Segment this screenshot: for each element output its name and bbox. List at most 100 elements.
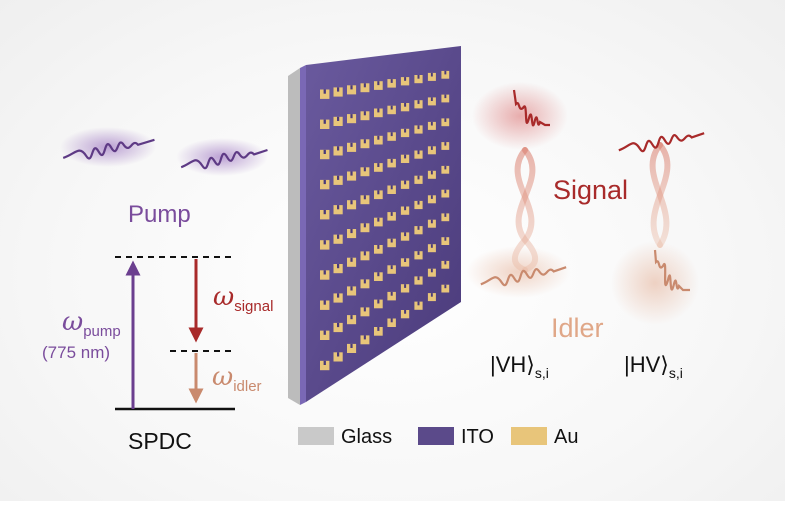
au-resonator — [387, 158, 396, 168]
au-resonator-notch — [377, 108, 380, 113]
au-resonator — [360, 111, 370, 121]
au-resonator — [320, 89, 330, 99]
au-resonator — [374, 81, 383, 90]
au-resonator-notch — [350, 85, 353, 90]
au-resonator-notch — [377, 272, 380, 277]
signal-label: Signal — [553, 175, 628, 205]
au-resonator — [333, 116, 343, 126]
au-resonator-notch — [363, 223, 366, 228]
au-resonator — [320, 149, 330, 160]
au-resonator-notch — [377, 163, 380, 167]
state-hv-label: |HV⟩s,i — [624, 352, 683, 381]
idler-label: Idler — [551, 313, 604, 343]
au-resonator-notch — [363, 335, 366, 340]
au-resonator — [360, 83, 370, 93]
glass-side — [288, 68, 300, 405]
au-resonator — [347, 257, 357, 267]
au-resonator-notch — [430, 195, 433, 199]
au-resonator — [427, 121, 436, 130]
au-resonator — [427, 97, 436, 106]
au-resonator — [441, 94, 450, 103]
au-resonator-notch — [363, 83, 366, 88]
au-resonator — [347, 114, 357, 124]
au-resonator — [414, 75, 423, 84]
au-resonator — [387, 105, 396, 115]
au-resonator-notch — [404, 232, 407, 237]
omega-pump-label: ωpump — [62, 307, 121, 340]
au-resonator-notch — [377, 81, 380, 86]
au-resonator — [414, 226, 423, 235]
au-resonator-notch — [417, 276, 420, 281]
au-resonator — [387, 265, 396, 274]
au-resonator-notch — [377, 327, 380, 331]
ito-front-face — [306, 46, 461, 402]
au-resonator — [333, 234, 343, 244]
au-resonator — [441, 118, 450, 127]
au-resonator — [333, 352, 343, 362]
au-resonator — [441, 260, 450, 269]
signal-packet-vertical — [512, 89, 550, 127]
au-resonator-notch — [390, 238, 393, 243]
au-resonator-notch — [417, 175, 420, 180]
pump-label: Pump — [128, 201, 191, 228]
ito-side — [300, 65, 306, 405]
au-resonator-notch — [337, 205, 340, 210]
au-resonator-notch — [350, 229, 353, 234]
au-resonator-notch — [417, 100, 420, 104]
au-resonator-notch — [430, 219, 433, 224]
legend-swatch-glass — [298, 427, 334, 445]
metasurface — [288, 46, 461, 405]
au-resonator — [374, 163, 383, 172]
pump-wavelength-label: (775 nm) — [42, 343, 110, 362]
au-resonator-notch — [430, 170, 433, 175]
entanglement-rope-right-b — [650, 142, 671, 248]
au-resonator — [400, 310, 410, 319]
au-resonator-notch — [377, 135, 380, 140]
au-resonator-notch — [430, 121, 433, 126]
au-resonator — [441, 142, 450, 150]
au-resonator — [347, 171, 357, 181]
au-resonator — [427, 170, 436, 179]
au-resonator-notch — [390, 132, 393, 137]
au-resonator — [374, 245, 383, 254]
au-resonator-notch — [390, 158, 393, 163]
au-resonator-notch — [377, 299, 380, 304]
au-resonator-notch — [417, 75, 420, 79]
au-resonator-notch — [404, 206, 407, 211]
au-resonator-notch — [323, 360, 326, 365]
au-resonator-notch — [404, 284, 407, 288]
au-resonator — [427, 268, 436, 277]
au-resonator — [347, 200, 357, 210]
au-resonator — [400, 284, 410, 293]
au-resonator-notch — [444, 284, 447, 289]
au-resonator — [427, 293, 436, 302]
au-resonator-notch — [323, 330, 326, 335]
au-resonator-notch — [363, 111, 366, 116]
au-resonator — [360, 251, 370, 261]
au-resonator-notch — [350, 315, 353, 320]
au-resonator — [374, 135, 383, 145]
au-resonator — [427, 72, 436, 81]
au-resonator — [414, 125, 423, 134]
au-resonator — [374, 217, 383, 227]
au-resonator-notch — [417, 251, 420, 255]
au-resonator-notch — [363, 195, 366, 200]
au-resonator — [387, 291, 396, 301]
omega-signal-label: ωsignal — [213, 282, 273, 315]
au-resonator — [320, 119, 330, 129]
au-resonator — [333, 322, 343, 333]
au-resonator — [441, 284, 450, 293]
idler-glow-right — [611, 241, 699, 325]
au-resonator-notch — [363, 307, 366, 312]
au-resonator-notch — [404, 310, 407, 314]
au-resonator — [333, 264, 343, 274]
au-resonator — [387, 318, 396, 327]
signal-glow-left — [472, 82, 568, 150]
au-resonator-notch — [337, 175, 340, 180]
idler-glow-left — [466, 246, 570, 298]
au-resonator — [347, 85, 357, 95]
au-resonator-notch — [323, 300, 326, 305]
au-resonator-notch — [337, 293, 340, 298]
legend-label-ito: ITO — [461, 426, 494, 448]
